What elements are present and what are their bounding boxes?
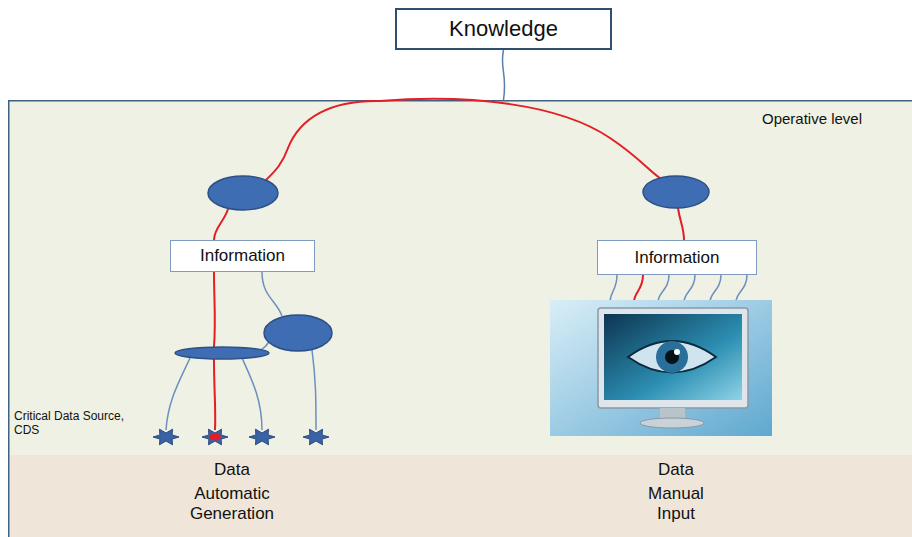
node-text: Information xyxy=(200,246,285,266)
blue-link xyxy=(262,272,282,316)
information-box: Information xyxy=(597,240,757,275)
region-title: Operative level xyxy=(762,110,862,127)
red-link xyxy=(214,209,228,240)
red-link xyxy=(266,101,380,180)
blue-link xyxy=(242,358,262,430)
critical-mark xyxy=(209,434,221,441)
blue-link xyxy=(710,275,721,302)
red-link xyxy=(678,208,684,240)
blue-link xyxy=(658,275,669,302)
node-text: Information xyxy=(634,248,719,268)
node-text: Knowledge xyxy=(449,16,558,42)
operative-panel: Operative levelInformation Information xyxy=(8,100,912,537)
panel-fill xyxy=(8,100,912,537)
hub-ellipse xyxy=(643,176,709,208)
bus-ellipse xyxy=(175,347,269,359)
blue-link xyxy=(736,275,747,302)
source-note: Critical Data Source, CDS xyxy=(14,409,139,438)
monitor-illustration xyxy=(550,300,772,436)
hub-ellipse xyxy=(264,315,332,351)
blue-link xyxy=(166,358,190,430)
layer-label: Data xyxy=(192,460,272,480)
data-source-star xyxy=(303,429,329,445)
red-link xyxy=(634,275,643,302)
ground-band xyxy=(8,455,912,537)
blue-link xyxy=(312,350,316,430)
panel-border xyxy=(9,101,912,537)
blue-link xyxy=(610,275,617,302)
red-link xyxy=(380,99,660,178)
data-source-star xyxy=(202,429,228,445)
hub-ellipse xyxy=(208,176,278,210)
red-link xyxy=(213,272,216,347)
data-source-star xyxy=(249,429,275,445)
data-source-star xyxy=(153,429,179,445)
red-link xyxy=(214,359,215,430)
layer-label: Data xyxy=(636,460,716,480)
knowledge-box: Knowledge xyxy=(395,8,612,50)
connector-line xyxy=(502,50,504,100)
layer-label: Automatic Generation xyxy=(167,484,297,525)
information-box: Information xyxy=(170,240,315,272)
layer-label: Manual Input xyxy=(636,484,716,525)
blue-link xyxy=(684,275,695,302)
